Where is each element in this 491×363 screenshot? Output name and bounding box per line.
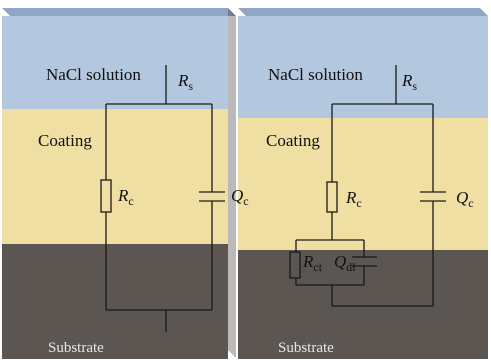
left-qc-label: Qc	[231, 186, 249, 208]
right-rc-label: Rc	[346, 188, 362, 210]
right-block	[238, 8, 488, 359]
right-nacl-label: NaCl solution	[268, 65, 363, 84]
right-coating-label: Coating	[266, 131, 320, 150]
left-block	[2, 8, 236, 359]
left-substrate-layer	[2, 244, 228, 359]
left-nacl-label: NaCl solution	[46, 65, 141, 84]
left-block-top-face	[2, 8, 236, 16]
left-coating-label: Coating	[38, 131, 92, 150]
right-rct-label: Rct	[303, 252, 323, 274]
right-circuit	[289, 65, 446, 307]
right-qc-label: Qc	[456, 188, 474, 210]
left-rs-label: Rs	[178, 71, 194, 93]
left-substrate-label: Substrate	[48, 340, 104, 356]
right-substrate-layer	[238, 250, 488, 359]
left-coating-layer	[2, 109, 228, 244]
right-coating-layer	[238, 118, 488, 250]
left-solution-layer	[2, 16, 228, 109]
right-block-top-face	[238, 8, 488, 16]
right-solution-layer	[238, 16, 488, 118]
left-block-side-face	[228, 8, 236, 358]
right-substrate-label: Substrate	[278, 340, 334, 356]
left-circuit	[100, 65, 225, 332]
right-rct-resistor	[289, 251, 301, 279]
right-qdl-label: Qdl	[334, 252, 356, 274]
left-rc-label: Rc	[118, 186, 134, 208]
right-rs-label: Rs	[402, 71, 418, 93]
